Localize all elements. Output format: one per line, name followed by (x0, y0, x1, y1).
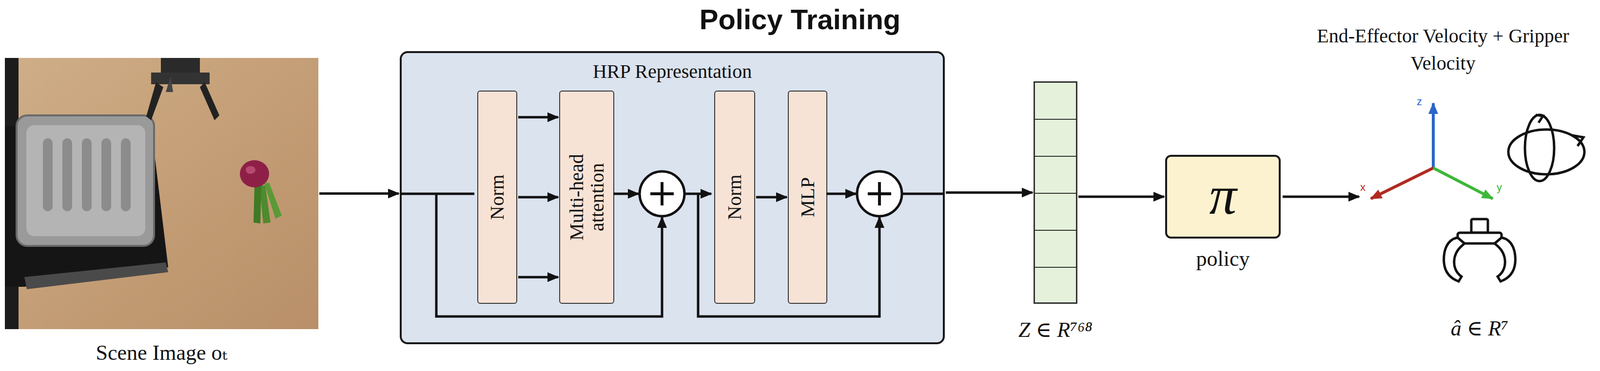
gripper-symbol (1443, 219, 1516, 282)
node-label: Norm (487, 174, 508, 220)
flow-arrow (518, 196, 559, 199)
residual-line (436, 194, 663, 317)
output-title: End-Effector Velocity + Gripper Velocity (1296, 22, 1590, 78)
axis-label: y (1496, 181, 1503, 195)
node-label: Scene Image oₜ (96, 340, 228, 366)
main-line (613, 193, 639, 196)
node-label: policy (1196, 246, 1250, 272)
mlp-layer: MLP (787, 90, 828, 305)
add-symbol (639, 171, 685, 217)
diagram-title: Policy Training (0, 2, 1600, 36)
norm-layer: Norm (714, 90, 756, 305)
rotation-symbol (1508, 115, 1585, 182)
axis-label: x (1360, 181, 1366, 195)
flow-arrow (945, 191, 1033, 195)
main-line (902, 193, 944, 196)
main-line (826, 193, 857, 196)
flow-arrow (518, 276, 559, 279)
axes-symbol (1370, 103, 1493, 199)
node-label: Norm (724, 174, 745, 220)
add-symbol (857, 171, 902, 217)
flow-arrow (756, 196, 787, 199)
flow-arrow (518, 116, 559, 119)
action-label: â ∈ R⁷ (1382, 315, 1578, 342)
node-label: Z ∈ R⁷⁶⁸ (1018, 317, 1093, 343)
node-label: Multi-head attention (566, 136, 608, 259)
embedding-vector: Z ∈ R⁷⁶⁸ (1033, 81, 1078, 305)
policy-box: πpolicy (1165, 155, 1281, 239)
residual-line (698, 194, 880, 317)
scene-image: Scene Image oₜ (4, 58, 319, 330)
node-label: π (1209, 164, 1237, 228)
node-label: MLP (797, 177, 819, 218)
norm-layer: Norm (477, 90, 518, 305)
axis-label: z (1416, 95, 1423, 109)
flow-arrow (1078, 195, 1165, 199)
node-label: HRP Representation (401, 59, 943, 83)
attention-layer: Multi-head attention (559, 90, 615, 305)
flow-arrow (319, 192, 399, 196)
output-arrow (1282, 195, 1360, 199)
